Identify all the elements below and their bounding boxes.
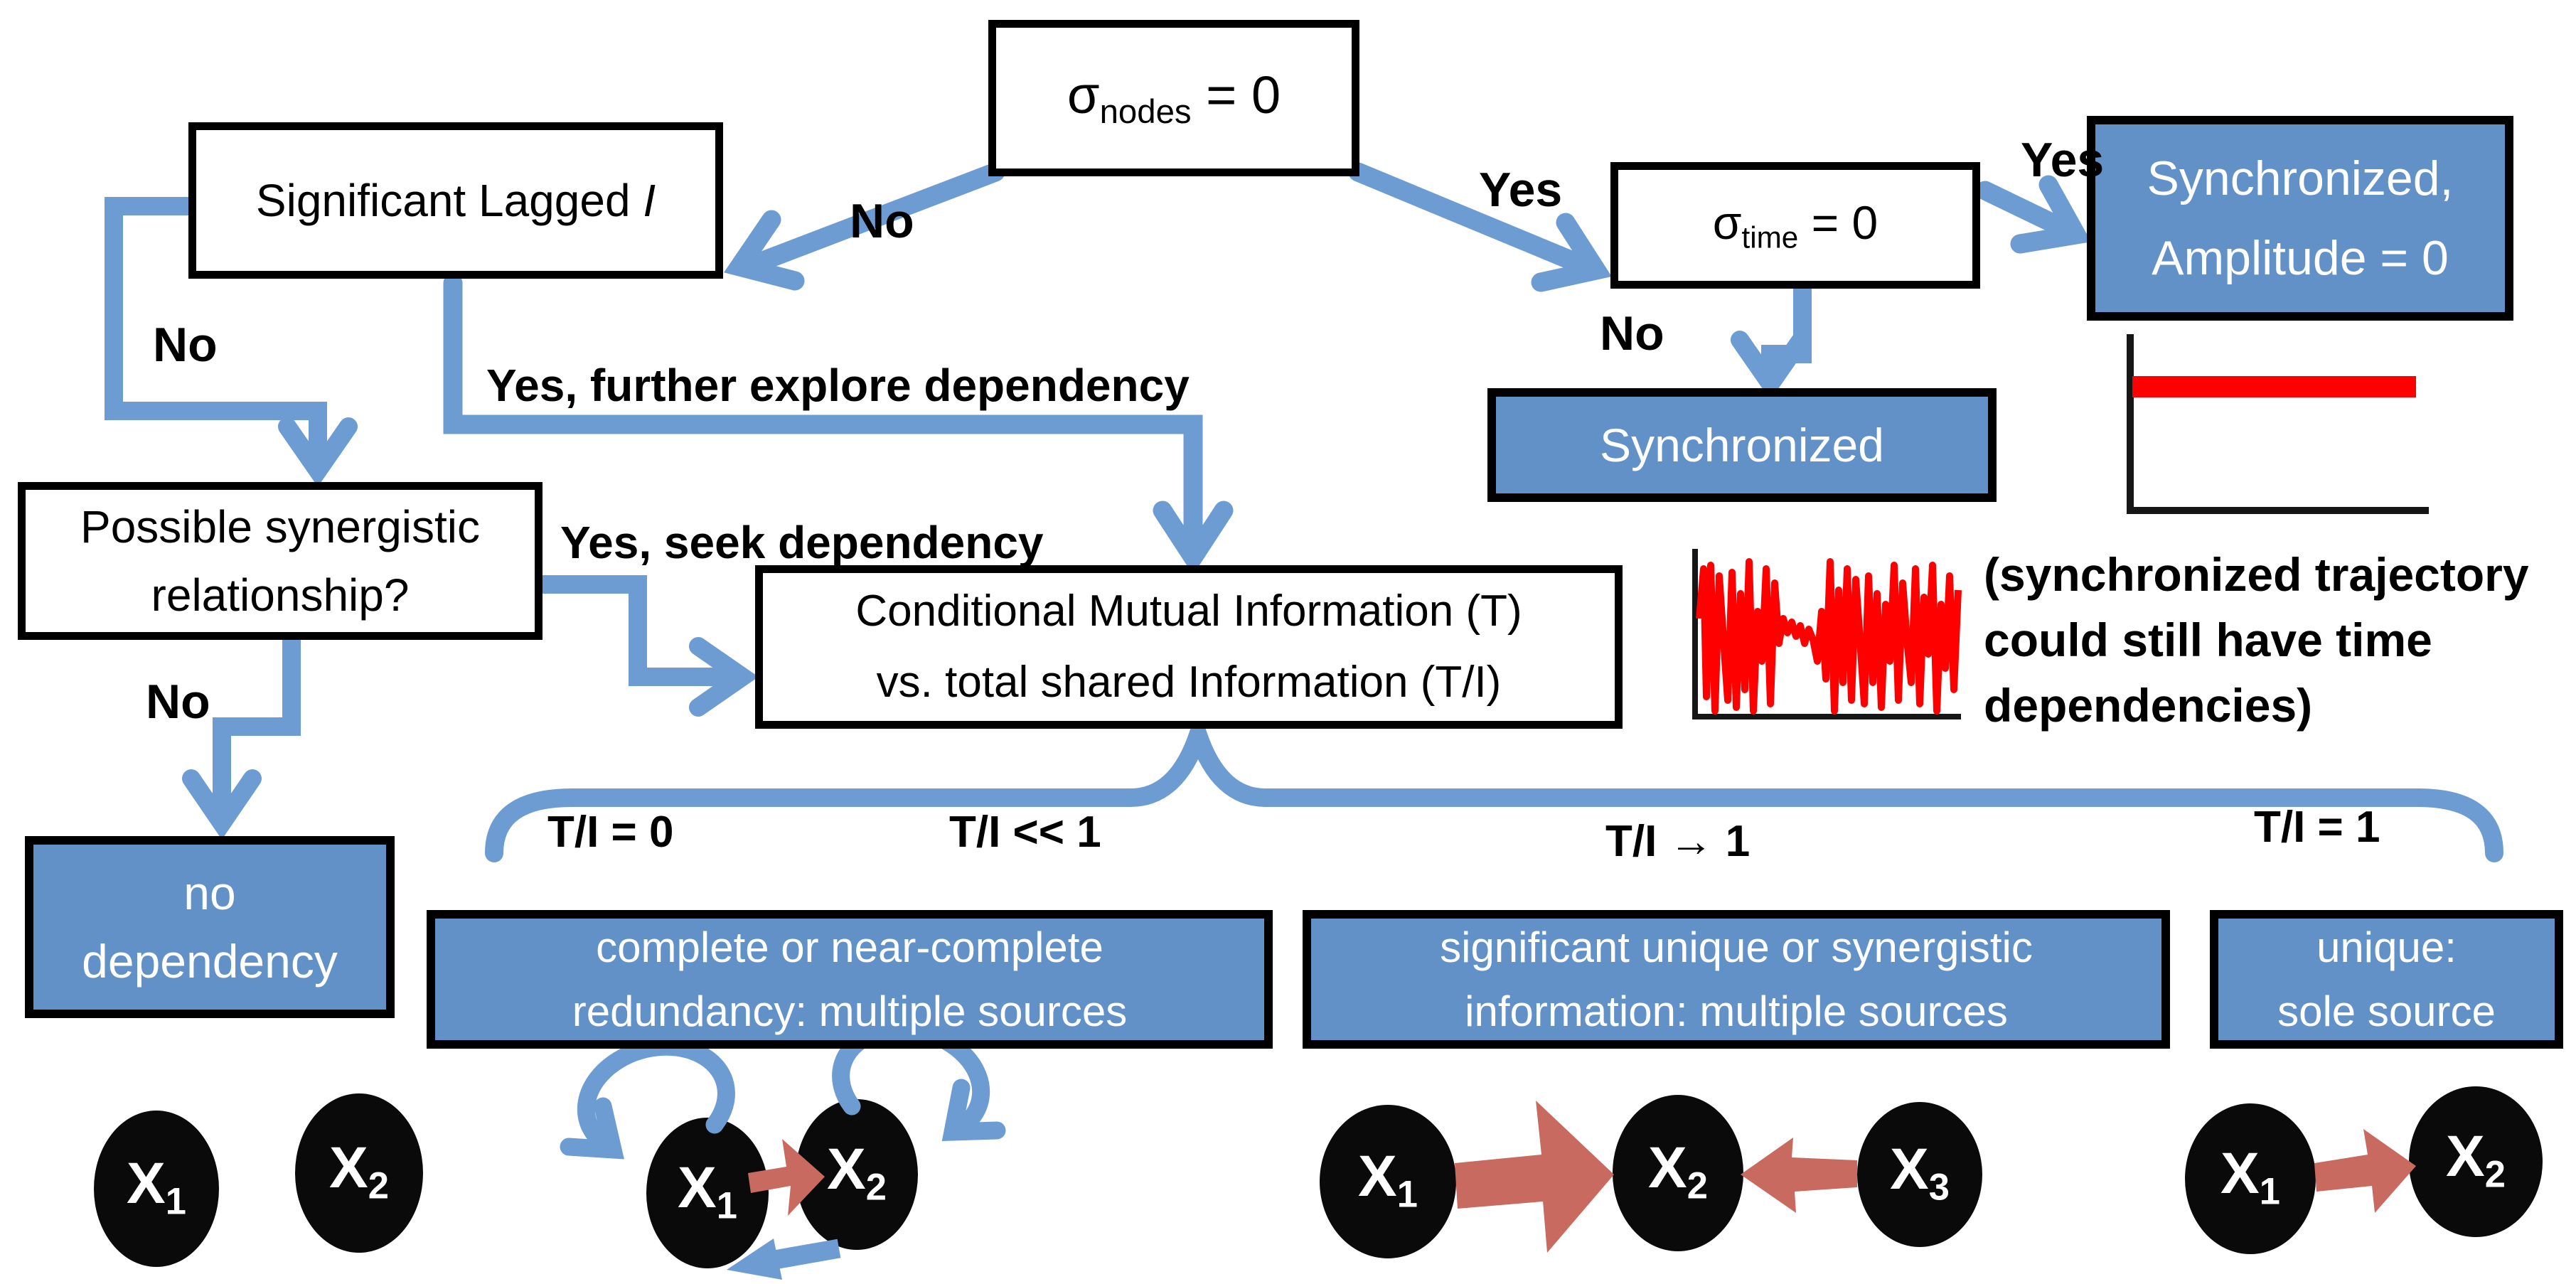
chaotic-signal-chart — [1692, 549, 1962, 719]
connector-no-to-possible-synergistic — [105, 197, 358, 487]
synchronized-amplitude-box: Synchronized, Amplitude = 0 — [2087, 116, 2513, 321]
label-yes-further: Yes, further explore dependency — [486, 360, 1190, 411]
sync-trajectory-note: (synchronized trajectory could still hav… — [1984, 542, 2576, 738]
sigma-time-box: σtime = 0 — [1610, 162, 1980, 289]
label-no-left: No — [153, 318, 218, 372]
node-label-x3: X3 — [1890, 1137, 1950, 1209]
redundancy-line2: redundancy: multiple sources — [572, 987, 1128, 1035]
node-label-x1: X1 — [127, 1151, 186, 1223]
unique-synergistic-box: significant unique or synergistic inform… — [1303, 910, 2170, 1049]
sigma-nodes-box: σnodes = 0 — [988, 20, 1359, 176]
redundancy-box: complete or near-complete redundancy: mu… — [427, 910, 1273, 1049]
sync-trajectory-note-line1: (synchronized trajectory — [1984, 548, 2529, 601]
sync-amp-line1: Synchronized, — [2147, 151, 2454, 205]
sync-trajectory-note-line2: could still have time — [1984, 614, 2432, 666]
possible-synergistic-box: Possible synergistic relationship? — [18, 482, 543, 640]
brace — [485, 706, 2503, 862]
graph-no-coupling — [94, 1093, 423, 1267]
redundancy-line1: complete or near-complete — [596, 923, 1103, 971]
label-ti-zero: T/I = 0 — [547, 808, 674, 857]
label-yes-top: Yes — [1479, 163, 1563, 217]
connector-yes-to-sigma-time — [1348, 162, 1612, 292]
sole-source-box: unique: sole source — [2210, 910, 2563, 1049]
graph-multiple-sources — [1320, 1095, 1982, 1258]
possible-synergistic-line1: Possible synergistic — [80, 501, 480, 552]
cmi-line2: vs. total shared Information (T/I) — [876, 658, 1502, 707]
node-label-x1: X1 — [2220, 1141, 2280, 1213]
sole-source-line2: sole source — [2277, 987, 2496, 1035]
synchronized-box: Synchronized — [1487, 388, 1997, 502]
label-yes-seek: Yes, seek dependency — [560, 517, 1044, 568]
connector-no-to-synchronized — [1731, 279, 1812, 400]
causal-arrow-weak-x3-to-x2 — [1741, 1138, 1857, 1213]
flat-signal-chart — [2127, 334, 2429, 514]
no-dependency-line2: dependency — [82, 935, 338, 988]
label-ti-approaches-one: T/I → 1 — [1605, 817, 1751, 866]
node-label-x2: X2 — [329, 1135, 389, 1207]
unique-synergistic-line1: significant unique or synergistic — [1440, 923, 2033, 971]
graph-sole-source — [2185, 1086, 2543, 1254]
no-dependency-box: no dependency — [25, 836, 395, 1018]
unique-synergistic-line2: information: multiple sources — [1465, 987, 2008, 1035]
sole-source-line1: unique: — [2316, 923, 2457, 971]
synchronized-text: Synchronized — [1600, 419, 1884, 471]
node-label-x1: X1 — [1358, 1144, 1418, 1216]
causal-arrow-x1-to-x2 — [2314, 1129, 2416, 1213]
label-yes-right: Yes — [2021, 133, 2105, 187]
possible-synergistic-line2: relationship? — [151, 569, 410, 621]
connector-yes-to-sync-amp — [1975, 175, 2092, 254]
no-dependency-line1: no — [183, 867, 236, 919]
sync-trajectory-note-line3: dependencies) — [1984, 679, 2313, 732]
significant-lagged-text: Significant Lagged I — [255, 175, 656, 226]
sigma-nodes-text: σnodes = 0 — [1067, 65, 1281, 132]
connector-no-to-no-dependency — [182, 631, 301, 840]
label-no-top: No — [850, 194, 914, 248]
feedback-arrow-x2-to-x1 — [727, 1238, 841, 1280]
node-label-x2: X2 — [2446, 1124, 2506, 1196]
node-label-x1: X1 — [678, 1155, 737, 1227]
label-no-mid: No — [1600, 306, 1664, 360]
node-label-x2: X2 — [827, 1137, 887, 1209]
label-ti-much-less-one: T/I << 1 — [949, 808, 1101, 857]
label-no-bottom: No — [146, 675, 210, 729]
causal-arrow-strong-x1-to-x2 — [1455, 1101, 1614, 1253]
cmi-box: Conditional Mutual Information (T) vs. t… — [755, 565, 1623, 729]
sync-amp-line2: Amplitude = 0 — [2152, 231, 2449, 285]
causal-arrow-x1-to-x2 — [748, 1139, 825, 1216]
connector-yes-seek-to-cmi — [533, 575, 759, 717]
significant-lagged-box: Significant Lagged I — [188, 122, 723, 279]
label-ti-one: T/I = 1 — [2254, 803, 2380, 852]
connector-no-to-sig-lagged — [724, 162, 1005, 291]
cmi-line1: Conditional Mutual Information (T) — [855, 587, 1522, 636]
sigma-time-text: σtime = 0 — [1712, 196, 1878, 255]
connector-yes-further-to-cmi — [443, 273, 1234, 575]
node-label-x2: X2 — [1648, 1135, 1708, 1207]
